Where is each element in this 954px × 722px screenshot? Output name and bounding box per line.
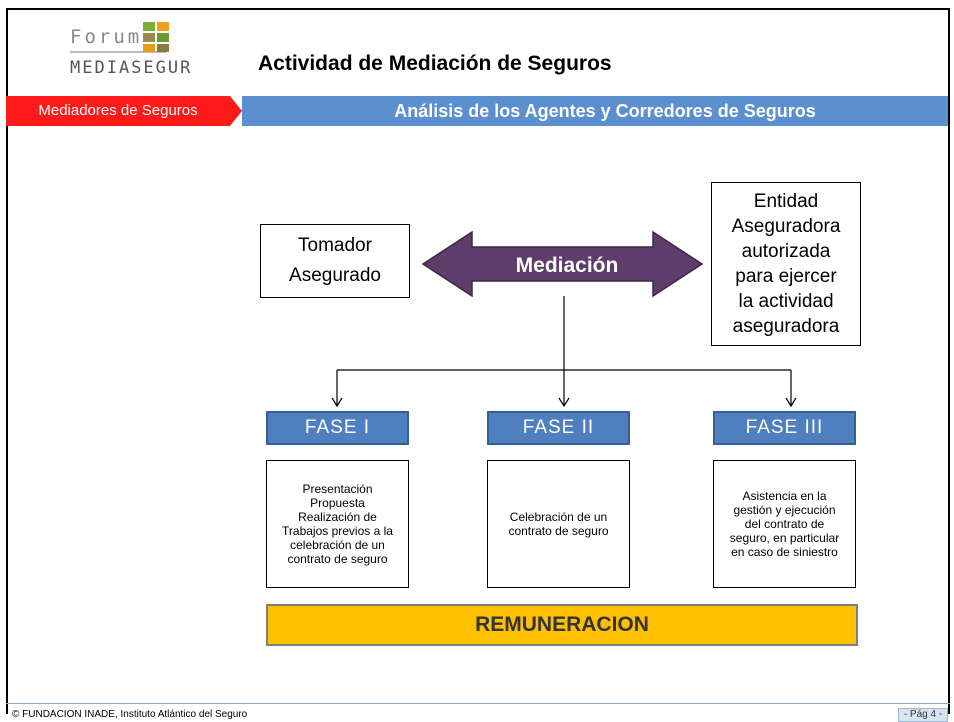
right-box-line: Entidad [753,191,819,212]
branch-lines [331,296,797,408]
fase-2-line: contrato de seguro [508,524,609,538]
logo-text-top: Forum [70,26,143,48]
entidad-aseguradora-box: Entidad Aseguradora autorizada para ejer… [711,182,861,346]
fase-2-header: FASE II [487,411,630,445]
fase-3-line: gestión y ejecución [733,503,836,517]
subtitle-band [242,96,948,126]
fase-1-line: contrato de seguro [287,552,388,566]
copyright-footer: © FUNDACION INADE, Instituto Atlántico d… [12,709,248,720]
right-box-line: para ejercer [735,266,837,287]
fase-3-line: seguro, en particular [729,531,840,545]
tomador-asegurado-box: Tomador Asegurado [260,224,410,298]
section-tab-arrow [230,96,242,126]
fase-1-line: celebración de un [290,538,385,552]
mediacion-double-arrow [421,230,704,298]
right-box-line: autorizada [741,241,831,262]
fase-1-line: Trabajos previos a la [282,524,393,538]
fase-1-line: Realización de [298,510,377,524]
fase-3-line: Asistencia en la [742,489,827,503]
mediacion-label: Mediación [516,254,619,277]
fase-3-line: del contrato de [744,517,825,531]
logo-blocks-icon [143,22,169,52]
fase-1-line: Presentación [302,482,373,496]
fase-1-line: Propuesta [310,496,365,510]
fase-1-description: Presentación Propuesta Realización de Tr… [266,460,409,588]
forum-mediasegur-logo: Forum MEDIASEGUR [60,18,190,80]
right-box-line: Aseguradora [731,216,841,237]
slide-title: Actividad de Mediación de Seguros [258,52,612,75]
footer-divider [6,703,950,704]
fase-2-description: Celebración de un contrato de seguro [487,460,630,588]
subtitle-label: Análisis de los Agentes y Corredores de … [394,101,816,121]
logo-divider [70,51,166,53]
remuneracion-bar: REMUNERACION [266,604,858,646]
left-box-line: Tomador [298,235,372,256]
page-number: - Pág 4 - [898,708,948,722]
logo-text-bottom: MEDIASEGUR [70,58,193,78]
right-box-line: la actividad [738,291,834,312]
fase-3-description: Asistencia en la gestión y ejecución del… [713,460,856,588]
right-box-line: aseguradora [732,316,840,337]
section-tab [6,96,230,126]
fase-3-line: en caso de siniestro [731,545,838,559]
fase-3-header: FASE III [713,411,856,445]
left-box-line: Asegurado [289,265,381,286]
slide-frame [6,8,950,714]
fase-2-line: Celebración de un [509,510,608,524]
section-tab-label: Mediadores de Seguros [38,102,198,119]
fase-1-header: FASE I [266,411,409,445]
